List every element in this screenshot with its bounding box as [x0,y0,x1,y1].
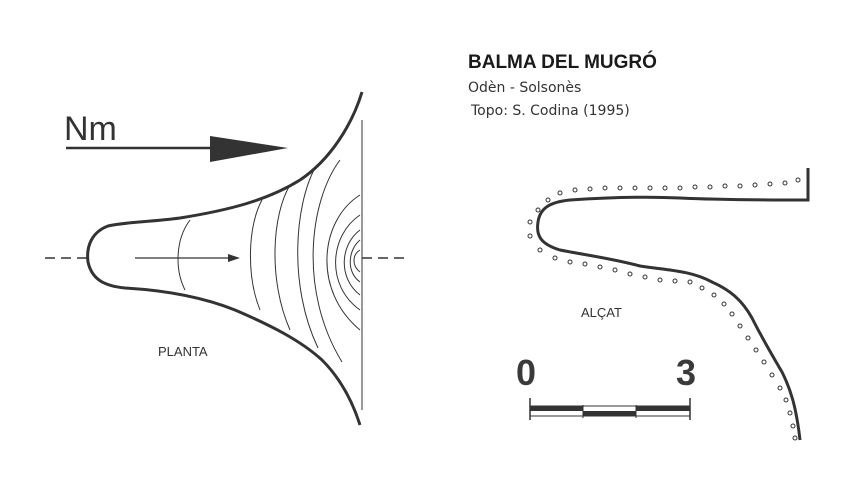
section-label: ALÇAT [581,305,622,320]
plan-contour [249,199,263,311]
plan-contour [335,214,361,311]
plan-contour [312,159,343,363]
plan-contour [343,229,361,296]
plan-contour [297,167,319,349]
plan-contour [326,194,361,331]
plan-contour [274,184,291,331]
scale-bar-segment [583,411,636,416]
plan-view [45,91,408,426]
north-label: Nm [64,110,117,148]
section-profile [536,168,810,441]
north-arrow-icon [66,136,288,162]
scale-bar [529,398,691,420]
plan-contour [177,219,191,291]
scale-end-label: 3 [676,352,697,393]
plan-outline [86,91,364,426]
plan-contour [349,239,361,283]
section-view [527,168,810,441]
survey-credit: Topo: S. Codina (1995) [471,103,630,119]
section-rock-texture [527,177,801,441]
cave-location: Odèn - Solsonès [468,80,582,96]
scale-start-label: 0 [516,352,537,393]
plan-label: PLANTA [158,344,208,359]
plan-inner-arrowhead [228,254,240,262]
plan-contour [353,249,361,273]
cave-title: BALMA DEL MUGRÓ [468,52,657,73]
scale-bar-segment [530,406,583,411]
scale-bar-segment [636,406,690,411]
